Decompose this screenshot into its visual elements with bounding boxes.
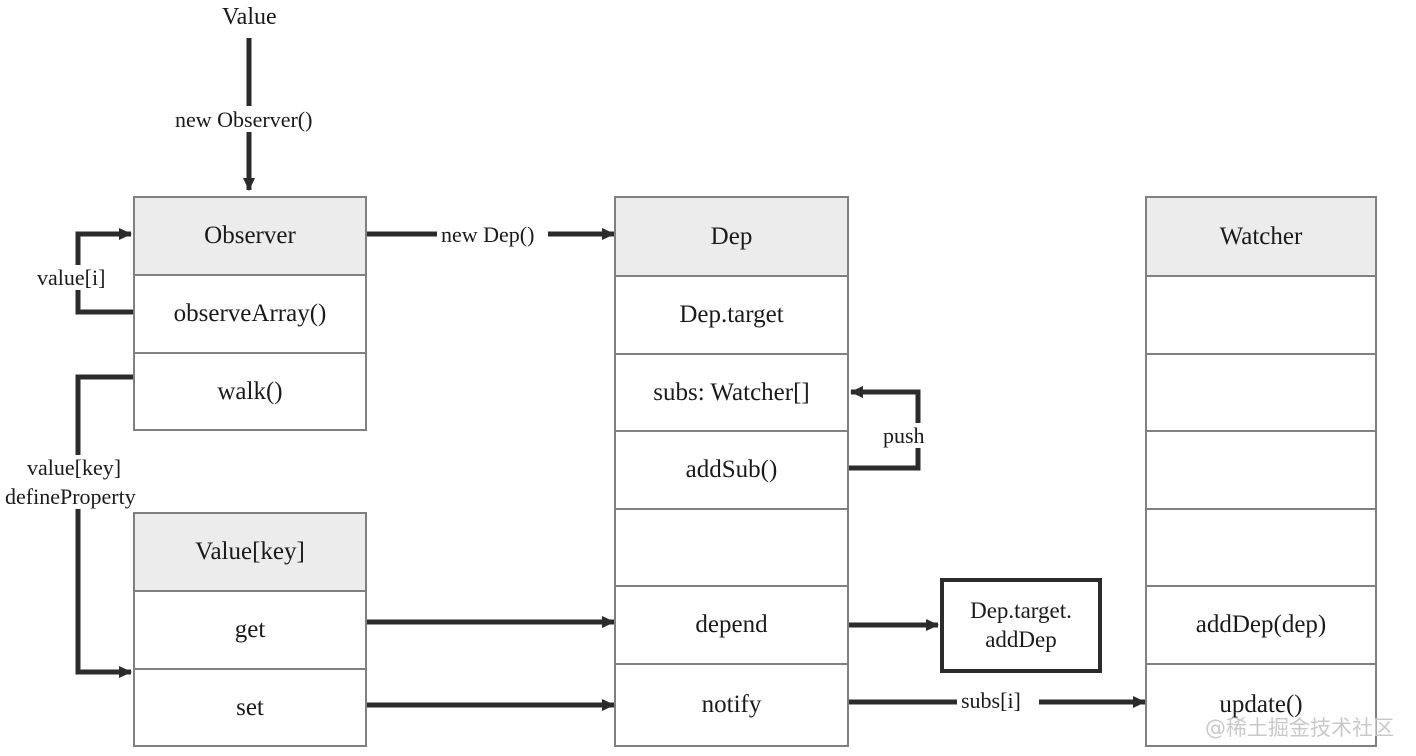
class-row-add-sub: addSub() — [616, 430, 847, 508]
class-row-depend: depend — [616, 585, 847, 663]
class-row-add-dep: addDep(dep) — [1147, 585, 1375, 663]
class-box-dep: Dep Dep.target subs: Watcher[] addSub() … — [614, 196, 849, 747]
class-row-dep-empty — [616, 507, 847, 586]
box-dep-target-adddep: Dep.target. addDep — [940, 578, 1102, 673]
class-row-watcher-empty-4 — [1147, 507, 1375, 586]
class-header-value-key: Value[key] — [135, 514, 365, 591]
class-header-dep: Dep — [616, 198, 847, 276]
class-row-notify: notify — [616, 662, 847, 746]
value-node-label: Value — [222, 4, 277, 30]
class-row-watcher-empty-3 — [1147, 430, 1375, 508]
edge-label-new-observer: new Observer() — [172, 107, 316, 133]
class-row-walk: walk() — [135, 351, 365, 430]
box-dep-target-adddep-text: Dep.target. addDep — [970, 597, 1072, 655]
edge-label-define-property: defineProperty — [2, 484, 139, 510]
edge-label-new-dep: new Dep() — [438, 222, 538, 248]
edge-label-subs-i: subs[i] — [958, 688, 1024, 714]
wire-walk-to-value-key — [75, 374, 133, 678]
class-box-observer: Observer observeArray() walk() — [133, 196, 367, 431]
class-row-subs: subs: Watcher[] — [616, 352, 847, 431]
class-row-watcher-empty-2 — [1147, 352, 1375, 431]
edge-label-value-i: value[i] — [34, 265, 109, 291]
box-dep-target-adddep-line1: Dep.target. — [970, 597, 1072, 623]
watermark-label: @稀土掘金技术社区 — [1205, 716, 1394, 740]
class-box-watcher: Watcher addDep(dep) update() — [1145, 196, 1377, 747]
box-dep-target-adddep-line2: addDep — [985, 626, 1057, 652]
class-row-get: get — [135, 590, 365, 668]
class-header-watcher: Watcher — [1147, 198, 1375, 276]
edge-label-value-key: value[key] — [24, 455, 125, 481]
class-header-observer: Observer — [135, 198, 365, 275]
class-row-watcher-empty-1 — [1147, 275, 1375, 353]
class-row-update: update() — [1147, 662, 1375, 746]
class-row-dep-target: Dep.target — [616, 275, 847, 353]
class-box-value-key: Value[key] get set — [133, 512, 367, 747]
class-row-observe-array: observeArray() — [135, 274, 365, 352]
class-row-set: set — [135, 667, 365, 746]
edge-label-push: push — [880, 423, 928, 449]
